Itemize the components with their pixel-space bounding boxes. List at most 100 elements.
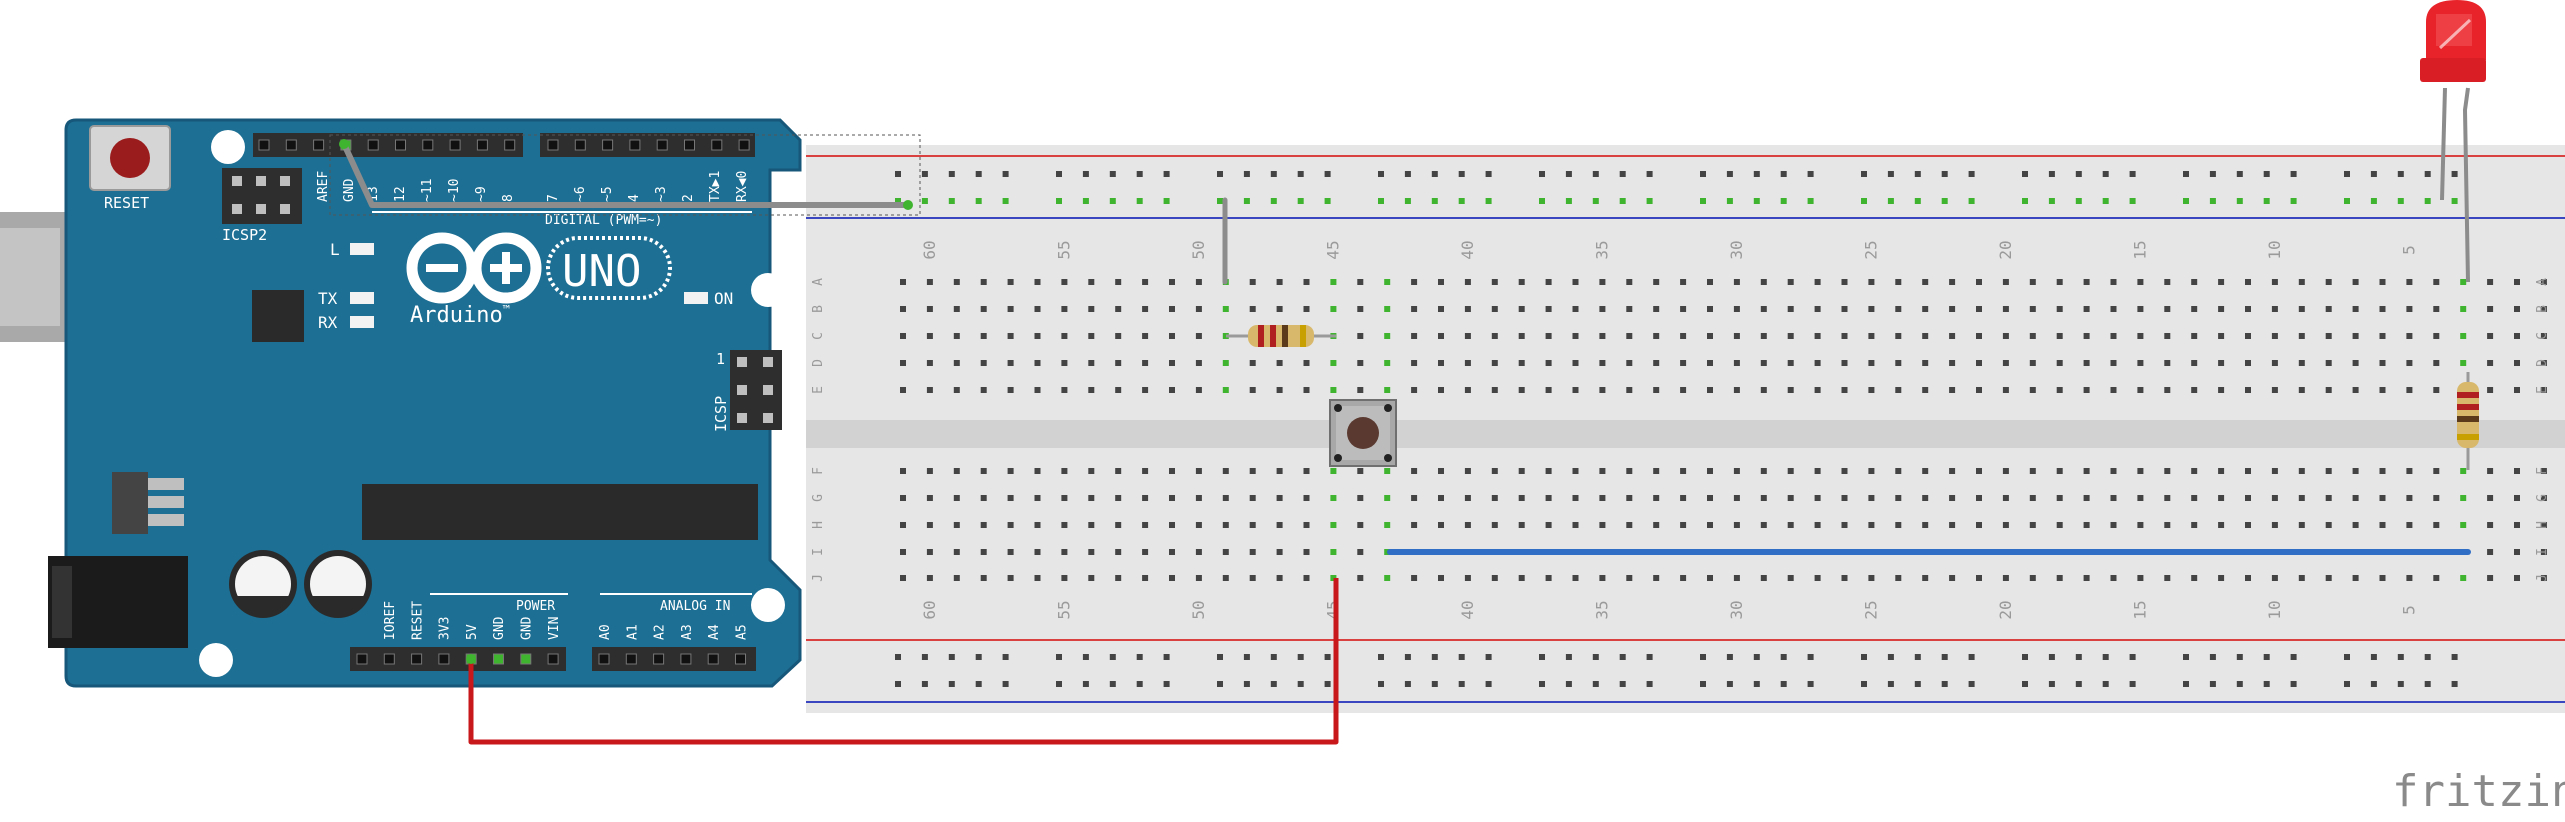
rail-hole[interactable]	[921, 171, 928, 177]
breadboard-hole[interactable]	[1545, 468, 1552, 474]
breadboard-hole[interactable]	[980, 549, 987, 555]
rail-hole[interactable]	[921, 681, 928, 687]
breadboard-hole[interactable]	[1518, 333, 1525, 339]
breadboard-hole[interactable]	[1814, 360, 1821, 366]
breadboard-hole[interactable]	[2164, 468, 2171, 474]
breadboard-hole[interactable]	[2137, 360, 2144, 366]
breadboard-hole[interactable]	[1653, 387, 1660, 393]
rail-hole[interactable]	[2048, 654, 2055, 660]
breadboard-hole[interactable]	[1384, 387, 1391, 393]
breadboard-hole[interactable]	[1760, 306, 1767, 312]
breadboard-hole[interactable]	[926, 549, 933, 555]
breadboard-hole[interactable]	[1061, 549, 1068, 555]
breadboard-hole[interactable]	[1115, 306, 1122, 312]
breadboard-hole[interactable]	[1330, 360, 1337, 366]
breadboard-hole[interactable]	[2245, 279, 2251, 285]
breadboard-hole[interactable]	[2514, 360, 2520, 366]
breadboard-hole[interactable]	[1922, 495, 1929, 501]
breadboard-hole[interactable]	[1868, 333, 1875, 339]
breadboard-hole[interactable]	[2083, 575, 2090, 581]
breadboard-hole[interactable]	[1195, 468, 1202, 474]
breadboard-hole[interactable]	[2298, 468, 2305, 474]
rail-hole[interactable]	[2129, 654, 2136, 660]
breadboard-hole[interactable]	[1061, 387, 1068, 393]
breadboard-hole[interactable]	[1626, 279, 1633, 285]
breadboard-hole[interactable]	[2002, 468, 2009, 474]
breadboard-hole[interactable]	[1330, 387, 1337, 393]
breadboard-hole[interactable]	[2083, 522, 2090, 528]
breadboard-hole[interactable]	[953, 575, 960, 581]
breadboard-hole[interactable]	[1868, 495, 1875, 501]
rail-hole[interactable]	[2397, 198, 2404, 204]
rail-hole[interactable]	[2209, 654, 2216, 660]
breadboard-hole[interactable]	[1760, 387, 1767, 393]
wire-5v[interactable]	[468, 578, 1339, 745]
breadboard-hole[interactable]	[2298, 522, 2305, 528]
breadboard-hole[interactable]	[1464, 495, 1471, 501]
breadboard-hole[interactable]	[2460, 522, 2467, 528]
rail-hole[interactable]	[2236, 198, 2243, 204]
rail-hole[interactable]	[1458, 681, 1465, 687]
breadboard-hole[interactable]	[1303, 387, 1310, 393]
breadboard-hole[interactable]	[2164, 279, 2171, 285]
breadboard-hole[interactable]	[980, 387, 987, 393]
rail-hole[interactable]	[921, 654, 928, 660]
breadboard-hole[interactable]	[1249, 549, 1256, 555]
rail-hole[interactable]	[1619, 681, 1626, 687]
breadboard-hole[interactable]	[926, 360, 933, 366]
rail-hole[interactable]	[1914, 171, 1921, 177]
breadboard-hole[interactable]	[1303, 549, 1310, 555]
rail-hole[interactable]	[1136, 198, 1143, 204]
breadboard-hole[interactable]	[1034, 360, 1041, 366]
rail-hole[interactable]	[2075, 198, 2082, 204]
rail-hole[interactable]	[2209, 198, 2216, 204]
rail-hole[interactable]	[948, 654, 955, 660]
breadboard-hole[interactable]	[1491, 468, 1498, 474]
breadboard-hole[interactable]	[1195, 306, 1202, 312]
breadboard-hole[interactable]	[1195, 575, 1202, 581]
breadboard-hole[interactable]	[1814, 279, 1821, 285]
breadboard-hole[interactable]	[1169, 306, 1175, 312]
breadboard-hole[interactable]	[1653, 522, 1660, 528]
rail-hole[interactable]	[1056, 654, 1062, 660]
breadboard-hole[interactable]	[1491, 360, 1498, 366]
header-pin[interactable]	[493, 653, 504, 665]
breadboard-hole[interactable]	[1007, 468, 1014, 474]
breadboard-hole[interactable]	[1438, 495, 1444, 501]
breadboard-hole[interactable]	[926, 495, 933, 501]
rail-hole[interactable]	[1270, 171, 1277, 177]
breadboard-hole[interactable]	[2191, 522, 2198, 528]
breadboard-hole[interactable]	[2137, 333, 2144, 339]
rail-hole[interactable]	[1056, 171, 1062, 177]
breadboard-hole[interactable]	[1572, 468, 1579, 474]
breadboard-hole[interactable]	[1868, 306, 1875, 312]
header-pin[interactable]	[356, 653, 368, 665]
breadboard-hole[interactable]	[2164, 387, 2171, 393]
breadboard-hole[interactable]	[1249, 468, 1256, 474]
rail-hole[interactable]	[1431, 198, 1438, 204]
breadboard-hole[interactable]	[1895, 522, 1902, 528]
rail-hole[interactable]	[2424, 171, 2431, 177]
breadboard-hole[interactable]	[1222, 360, 1229, 366]
breadboard-hole[interactable]	[1384, 495, 1391, 501]
breadboard-hole[interactable]	[2298, 306, 2305, 312]
breadboard-hole[interactable]	[980, 360, 987, 366]
breadboard-hole[interactable]	[1868, 279, 1875, 285]
breadboard-hole[interactable]	[1787, 468, 1794, 474]
rail-hole[interactable]	[2424, 198, 2431, 204]
breadboard-hole[interactable]	[1680, 575, 1687, 581]
breadboard-hole[interactable]	[1438, 468, 1444, 474]
breadboard-hole[interactable]	[1814, 387, 1821, 393]
breadboard-hole[interactable]	[1599, 387, 1606, 393]
breadboard-hole[interactable]	[1868, 468, 1875, 474]
header-pin[interactable]	[574, 139, 586, 151]
breadboard-hole[interactable]	[1115, 333, 1122, 339]
rail-hole[interactable]	[2075, 171, 2082, 177]
rail-hole[interactable]	[1539, 171, 1545, 177]
breadboard-hole[interactable]	[1814, 495, 1821, 501]
breadboard-hole[interactable]	[1949, 575, 1956, 581]
breadboard-hole[interactable]	[2137, 468, 2144, 474]
rail-hole[interactable]	[895, 681, 901, 687]
rail-hole[interactable]	[1565, 681, 1572, 687]
breadboard-hole[interactable]	[1464, 575, 1471, 581]
